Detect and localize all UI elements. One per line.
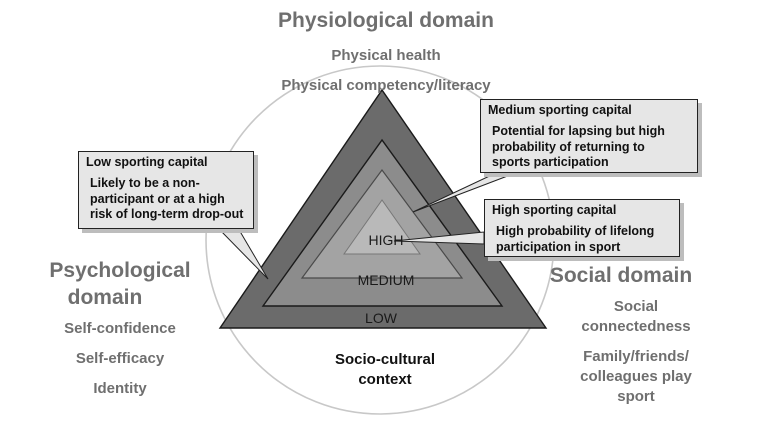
physiological-item-physical-competency: Physical competency/literacy xyxy=(281,77,491,94)
physiological-domain-title: Physiological domain xyxy=(278,9,494,32)
high-callout-title: High sporting capital xyxy=(492,203,617,217)
medium-sporting-capital-callout: Medium sporting capital Potential for la… xyxy=(480,99,698,173)
psychological-item-self-efficacy: Self-efficacy xyxy=(75,350,165,367)
physiological-item-physical-health: Physical health xyxy=(331,47,441,64)
level-label-medium: MEDIUM xyxy=(357,272,415,288)
low-callout-description: Likely to be a non- participant or at a … xyxy=(90,176,244,221)
social-item-line3: Family/friends/ xyxy=(583,348,689,365)
psychological-item-self-confidence: Self-confidence xyxy=(64,320,176,337)
social-item-line5: sport xyxy=(617,388,655,405)
socio-cultural-context-line2: context xyxy=(358,371,412,388)
level-label-high: HIGH xyxy=(368,232,404,248)
low-callout-title: Low sporting capital xyxy=(86,155,208,169)
low-sporting-capital-callout: Low sporting capital Likely to be a non-… xyxy=(78,151,254,229)
high-callout-description: High probability of lifelong participati… xyxy=(496,224,655,254)
psychological-domain-title-line2: domain xyxy=(67,286,143,309)
medium-callout-title: Medium sporting capital xyxy=(488,103,632,117)
social-item-line1: Social xyxy=(613,298,659,315)
low-callout-pointer xyxy=(216,227,269,280)
psychological-domain-title-line1: Psychological xyxy=(49,259,191,282)
social-domain-title: Social domain xyxy=(549,264,693,287)
social-item-line4: colleagues play xyxy=(580,368,692,385)
medium-callout-description: Potential for lapsing but high probabili… xyxy=(492,124,665,169)
high-sporting-capital-callout: High sporting capital High probability o… xyxy=(484,199,680,257)
psychological-item-identity: Identity xyxy=(93,380,147,397)
level-label-low: LOW xyxy=(365,310,397,326)
socio-cultural-context-line1: Socio-cultural xyxy=(334,351,435,368)
social-item-line2: connectedness xyxy=(581,318,691,335)
